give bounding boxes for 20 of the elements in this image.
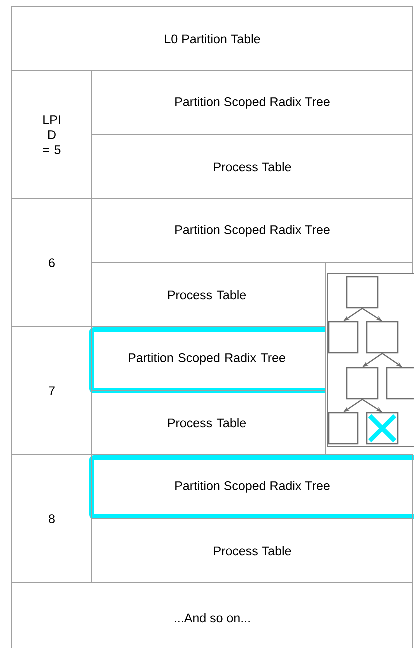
- table-cell: Partition Scoped Radix Tree: [92, 198, 414, 264]
- tree-box: [386, 367, 414, 400]
- table-cell: Process Table: [92, 518, 414, 584]
- header-cell: L0 Partition Table: [12, 6, 414, 72]
- id-cell: 7: [12, 326, 92, 456]
- id-cell: LPI D = 5: [12, 70, 92, 200]
- id-cell: 8: [12, 454, 92, 584]
- tree-box: [346, 367, 379, 400]
- table-cell: Process Table: [92, 390, 326, 456]
- tree-box: [346, 276, 379, 309]
- table-cell: Process Table: [92, 134, 414, 200]
- table-cell: Partition Scoped Radix Tree: [92, 454, 414, 520]
- tree-box: [366, 321, 399, 354]
- tree-box: [328, 321, 359, 354]
- table-cell: Partition Scoped Radix Tree: [92, 70, 414, 136]
- id-cell: 6: [12, 198, 92, 328]
- footer-cell: ...And so on...: [12, 582, 414, 648]
- table-cell: Partition Scoped Radix Tree: [92, 326, 326, 392]
- table-cell: Process Table: [92, 262, 326, 328]
- tree-box: [328, 412, 359, 445]
